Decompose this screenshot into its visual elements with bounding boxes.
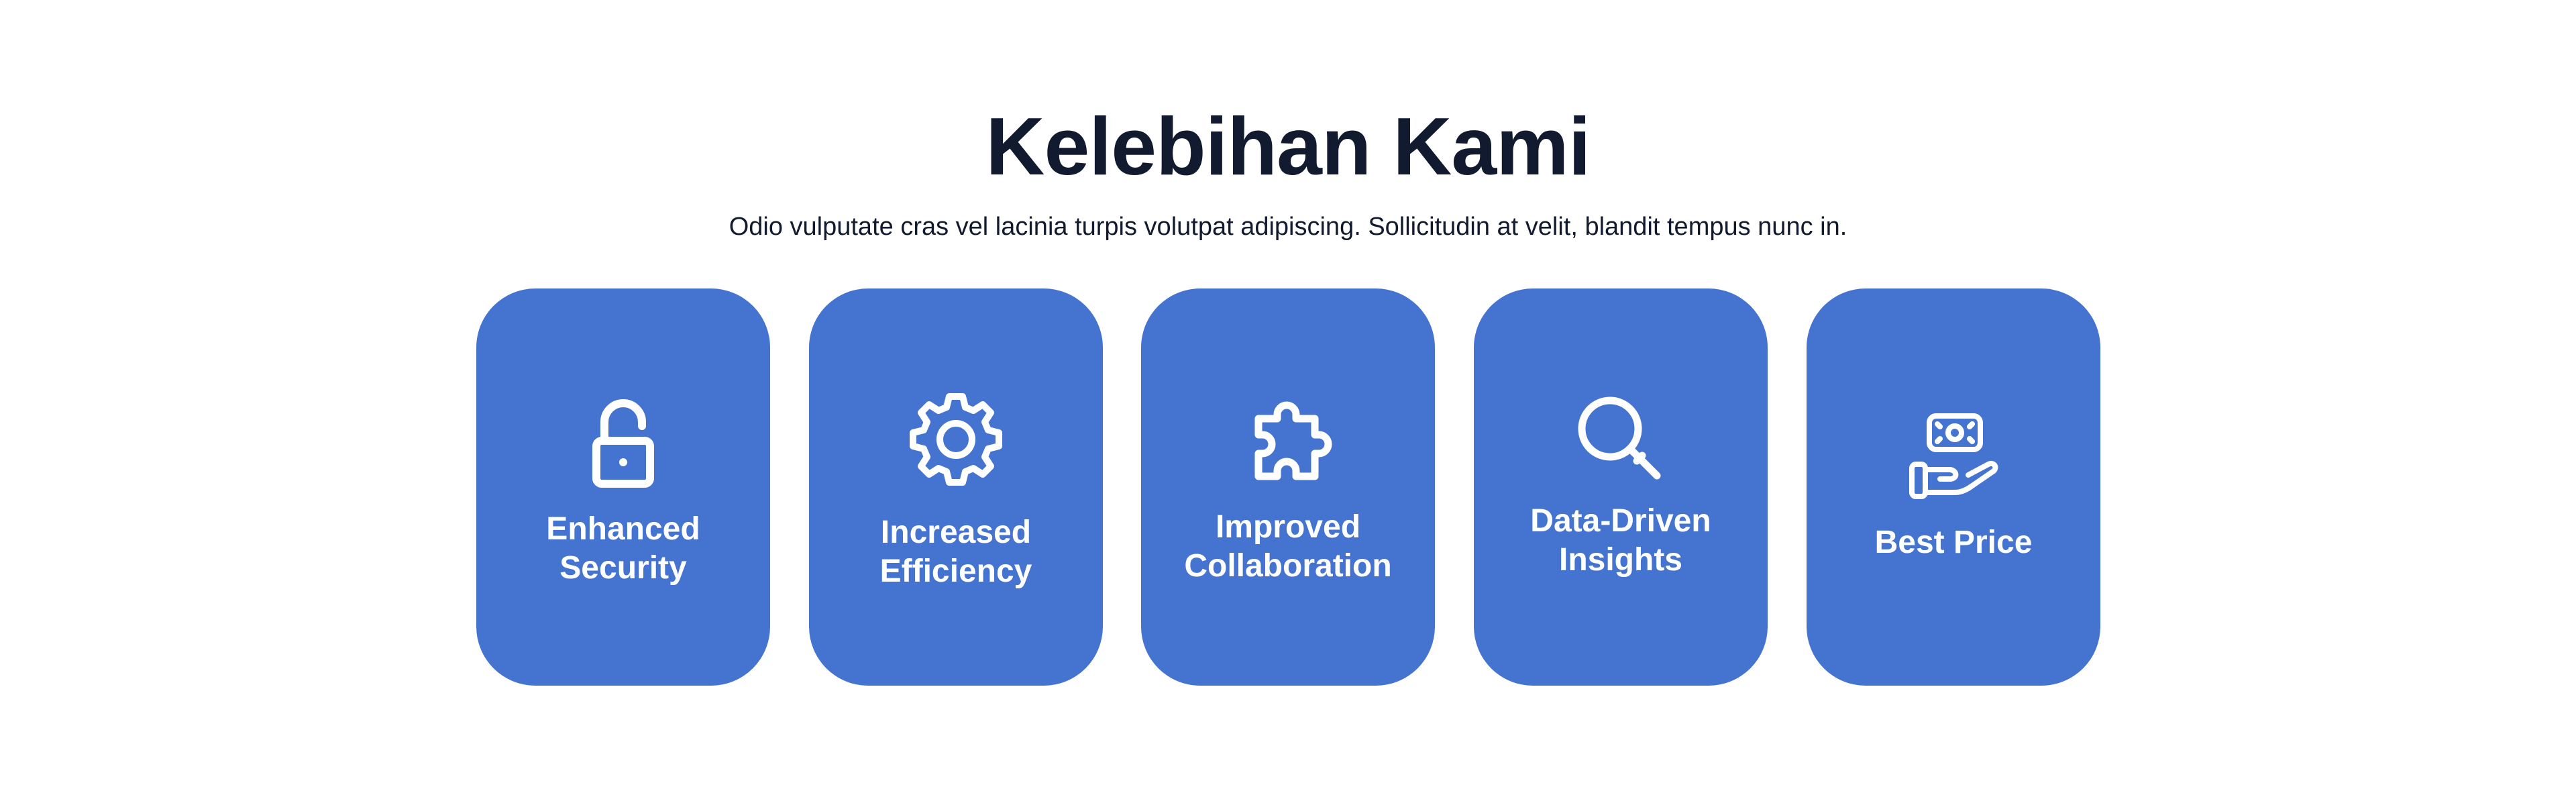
gear-icon bbox=[902, 386, 1010, 493]
magnifying-glass-icon bbox=[1567, 386, 1674, 493]
feature-card-label: Enhanced Security bbox=[546, 511, 700, 586]
section-title: Kelebihan Kami bbox=[985, 101, 1591, 192]
puzzle-piece-icon bbox=[1234, 389, 1342, 496]
section-subtitle: Odio vulputate cras vel lacinia turpis v… bbox=[729, 213, 1847, 241]
feature-card-label: Increased Efficiency bbox=[879, 515, 1032, 589]
hand-holding-money-icon bbox=[1900, 403, 2007, 510]
feature-card-enhanced-security: Enhanced Security bbox=[476, 288, 770, 686]
feature-card-label: Improved Collaboration bbox=[1184, 509, 1392, 584]
feature-card-label: Data-Driven Insights bbox=[1530, 503, 1711, 578]
feature-card-improved-collaboration: Improved Collaboration bbox=[1141, 288, 1435, 686]
feature-card-label: Best Price bbox=[1874, 525, 2033, 560]
feature-card-increased-efficiency: Increased Efficiency bbox=[809, 288, 1103, 686]
unlocked-padlock-icon bbox=[570, 392, 677, 500]
feature-card-best-price: Best Price bbox=[1807, 288, 2100, 686]
feature-card-data-driven-insights: Data-Driven Insights bbox=[1474, 288, 1768, 686]
